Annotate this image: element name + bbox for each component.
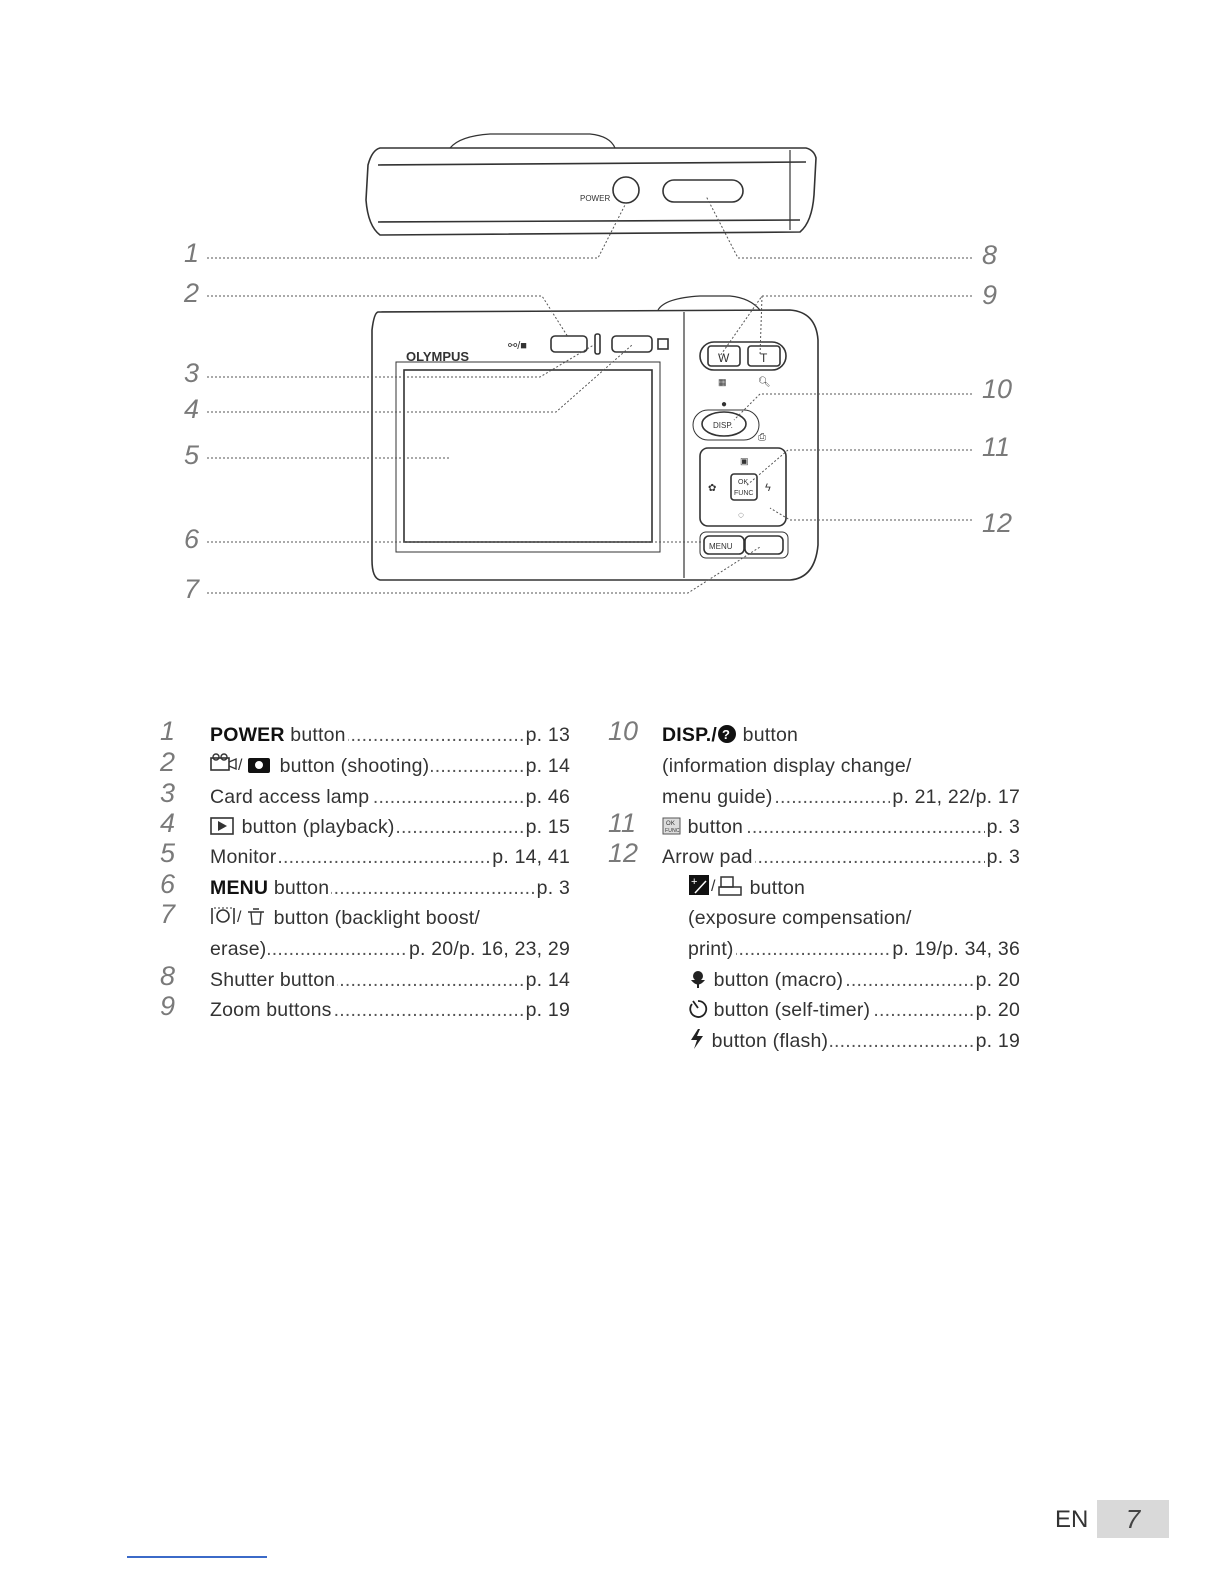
- arrow-pad-exposure-item: +/ button: [688, 873, 805, 906]
- legend-num-4: 4: [160, 808, 176, 838]
- macro-icon: [688, 968, 708, 998]
- leader-lines: [207, 195, 972, 594]
- zoom-buttons: [699, 341, 787, 371]
- magnify-icon: 🔍︎: [758, 376, 771, 388]
- backlight-erase-icon: /: [210, 905, 268, 936]
- playback-icon: [210, 815, 236, 845]
- bottom-rule: [127, 1556, 267, 1558]
- legend-num-8: 8: [160, 961, 176, 991]
- camera-top-view: [365, 133, 817, 236]
- arrow-pad-exposure-cont1: (exposure compensation/: [688, 907, 912, 929]
- legend-num-5: 5: [160, 838, 176, 868]
- flash-icon: [688, 1028, 706, 1059]
- callout-9: 9: [982, 280, 998, 310]
- exposure-print-icon: +/: [688, 873, 744, 906]
- legend-num-10: 10: [608, 716, 639, 746]
- svg-text:?: ?: [722, 727, 730, 742]
- legend-entry-10-cont1: (information display change/: [662, 755, 912, 777]
- ok-func-button: [730, 473, 758, 501]
- callout-12: 12: [982, 508, 1013, 538]
- shooting-mode-icon: ⚯/■: [508, 340, 527, 352]
- legend-num-7: 7: [160, 899, 176, 929]
- camera-back-view: [371, 295, 819, 581]
- backlight-erase-button: [744, 535, 784, 555]
- shutter-button: [662, 179, 744, 203]
- playback-button: [611, 335, 653, 353]
- svg-text:OK: OK: [666, 821, 675, 827]
- legend-entry-7: / button (backlight boost/: [210, 903, 480, 936]
- self-timer-icon: [688, 998, 708, 1028]
- legend-entry-10: DISP./? button: [662, 720, 798, 753]
- menu-text: MENU: [709, 542, 733, 551]
- callout-7: 7: [184, 574, 200, 604]
- legend-num-11: 11: [608, 808, 637, 838]
- movie-camera-icon: /: [210, 753, 274, 784]
- callout-8: 8: [982, 240, 998, 270]
- legend-num-6: 6: [160, 869, 176, 899]
- callout-1: 1: [184, 238, 200, 268]
- footer-page-number: 7: [1097, 1500, 1169, 1538]
- legend-num-12: 12: [608, 838, 639, 868]
- legend-num-9: 9: [160, 991, 176, 1021]
- monitor: [403, 369, 653, 543]
- ok-text: OK: [738, 479, 748, 486]
- callout-4: 4: [184, 394, 200, 424]
- func-text: FUNC: [734, 490, 753, 497]
- macro-icon: ✿: [708, 483, 716, 494]
- zoom-t-text: T: [760, 351, 768, 365]
- svg-text:FUNC: FUNC: [665, 828, 680, 834]
- callout-10: 10: [982, 374, 1013, 404]
- flash-icon: ϟ: [765, 482, 771, 494]
- self-timer-icon: ◌: [738, 510, 744, 521]
- brand-logo: OLYMPUS: [406, 349, 469, 364]
- wide-icon: ▦: [718, 377, 727, 387]
- menu-button: [703, 535, 745, 555]
- shooting-button: [550, 335, 588, 353]
- help-icon: ?: [717, 723, 737, 753]
- legend-num-2: 2: [160, 747, 176, 777]
- callout-11: 11: [982, 432, 1011, 462]
- callout-5: 5: [184, 440, 200, 470]
- camera-diagram: POWER OLYMPUS W T DISP. OK FUNC MENU ⚯/■…: [207, 133, 972, 594]
- power-text: POWER: [580, 194, 610, 203]
- zoom-w-text: W: [718, 351, 730, 365]
- power-button: [612, 176, 640, 204]
- legend-num-3: 3: [160, 778, 176, 808]
- callout-6: 6: [184, 524, 200, 554]
- arrow-pad: [699, 447, 787, 527]
- svg-text:+: +: [691, 876, 698, 888]
- disp-button: [701, 411, 747, 437]
- exposure-icon: ▣: [740, 456, 749, 466]
- print-icon: ⎙: [758, 432, 766, 443]
- legend-num-1: 1: [160, 716, 176, 746]
- svg-text:/: /: [237, 909, 242, 926]
- disp-text: DISP.: [713, 421, 733, 430]
- footer-language: EN: [1055, 1506, 1089, 1533]
- svg-text:/: /: [711, 878, 716, 895]
- help-icon: ●: [721, 399, 727, 410]
- callout-3: 3: [184, 358, 200, 388]
- svg-text:/: /: [238, 757, 243, 774]
- callout-2: 2: [184, 278, 200, 308]
